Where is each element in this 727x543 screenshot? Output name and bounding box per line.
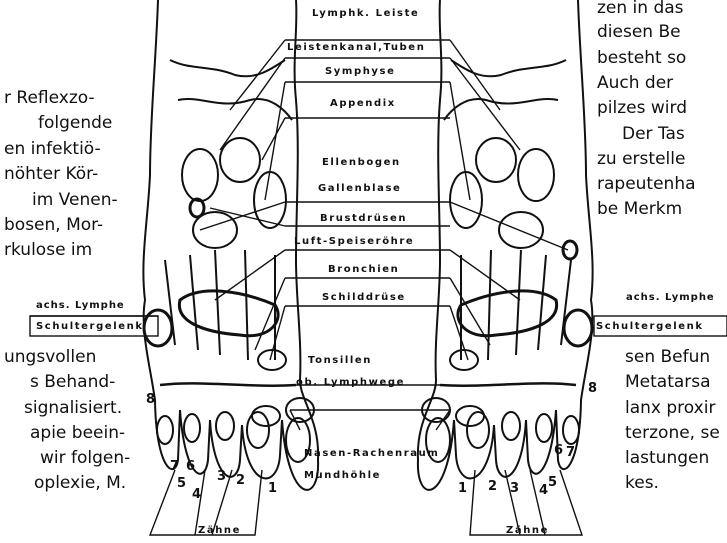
label-schultergelenk-left: Schultergelenk — [36, 321, 144, 333]
tooth-number: 5 — [177, 477, 186, 491]
label-nasen-rachenraum: Nasen-Rachenraum — [304, 448, 439, 460]
label-lymph-leiste: Lymphk. Leiste — [312, 8, 419, 20]
tooth-number: 4 — [192, 488, 201, 502]
label-brustdruesen: Brustdrüsen — [320, 213, 407, 225]
label-tonsillen: Tonsillen — [308, 355, 372, 367]
label-achs-lymphe-left: achs. Lymphe — [36, 300, 125, 312]
tooth-number: 2 — [488, 480, 497, 494]
label-appendix: Appendix — [330, 98, 396, 110]
tooth-number: 8 — [146, 393, 155, 407]
label-schultergelenk-right: Schultergelenk — [596, 321, 704, 333]
label-gallenblase: Gallenblase — [318, 183, 401, 195]
tooth-number: 1 — [458, 482, 467, 496]
tooth-number: 4 — [539, 484, 548, 498]
label-ob-lymphwege: ob. Lymphwege — [296, 377, 405, 389]
label-luft-speiseroehre: Luft-Speiseröhre — [294, 236, 414, 248]
label-achs-lymphe-right: achs. Lymphe — [626, 292, 715, 304]
tooth-number: 3 — [510, 482, 519, 496]
tooth-number: 6 — [554, 444, 563, 458]
label-schilddruese: Schilddrüse — [322, 292, 406, 304]
tooth-number: 7 — [170, 460, 179, 474]
label-mundhoehle: Mundhöhle — [304, 470, 381, 482]
label-symphyse: Symphyse — [325, 66, 395, 78]
tooth-number: 5 — [548, 476, 557, 490]
label-leistenkanal: Leistenkanal,Tuben — [287, 42, 425, 54]
label-zaehne-right: Zähne — [506, 525, 549, 537]
tooth-number: 6 — [186, 460, 195, 474]
label-bronchien: Bronchien — [328, 264, 399, 276]
tooth-number: 1 — [268, 482, 277, 496]
label-zaehne-left: Zähne — [198, 525, 241, 537]
tooth-number: 8 — [588, 382, 597, 396]
tooth-number: 2 — [236, 474, 245, 488]
tooth-number: 7 — [566, 446, 575, 460]
tooth-number: 3 — [217, 470, 226, 484]
label-ellenbogen: Ellenbogen — [322, 157, 401, 169]
